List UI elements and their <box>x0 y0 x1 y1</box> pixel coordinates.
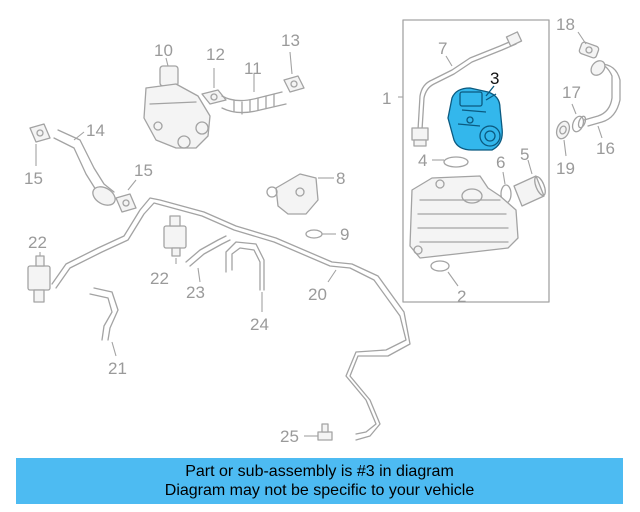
callout-11: 11 <box>244 59 262 78</box>
callout-15a: 15 <box>24 169 43 188</box>
callout-22a: 22 <box>28 233 47 252</box>
callout-6: 6 <box>496 153 505 172</box>
callout-22b: 22 <box>150 269 169 288</box>
part-9-washer <box>305 229 323 239</box>
callout-16: 16 <box>596 139 615 158</box>
part-23-hose <box>185 235 231 267</box>
callout-21: 21 <box>108 359 127 378</box>
banner-line-2: Diagram may not be specific to your vehi… <box>164 482 475 499</box>
part-7-tube <box>411 31 523 147</box>
callout-23: 23 <box>186 283 205 302</box>
callout-10: 10 <box>154 41 173 60</box>
part-15-gasket-upper <box>29 123 51 143</box>
callout-1: 1 <box>382 89 391 108</box>
callout-3: 3 <box>490 69 499 88</box>
callout-8: 8 <box>336 169 345 188</box>
part-2-gasket <box>430 260 450 272</box>
part-18-gasket <box>578 41 600 59</box>
part-24-hose <box>225 241 265 291</box>
callout-25: 25 <box>280 427 299 446</box>
callout-24: 24 <box>250 315 269 334</box>
callout-14: 14 <box>86 121 105 140</box>
part-14-pipe <box>53 129 116 206</box>
callout-4: 4 <box>418 151 427 170</box>
banner-line-1: Part or sub-assembly is #3 in diagram <box>185 463 454 480</box>
info-banner: Part or sub-assembly is #3 in diagram Di… <box>16 458 623 504</box>
callout-7: 7 <box>438 39 447 58</box>
part-8-bracket <box>266 173 319 215</box>
callout-5: 5 <box>520 145 529 164</box>
part-13-gasket <box>283 75 305 93</box>
part-22-solenoid-left <box>27 255 51 303</box>
part-22-solenoid-mid <box>163 215 187 257</box>
part-15-gasket-lower <box>115 193 137 213</box>
callout-20: 20 <box>308 285 327 304</box>
part-16-pipe <box>583 60 621 127</box>
callout-19: 19 <box>556 159 575 178</box>
part-12-gasket <box>201 89 227 105</box>
callout-9: 9 <box>340 225 349 244</box>
part-19-gasket <box>555 120 571 140</box>
part-20-vacuum-line <box>51 197 411 441</box>
callout-12: 12 <box>206 45 225 64</box>
callout-2: 2 <box>457 287 466 306</box>
egr-cooler-body <box>409 175 519 259</box>
part-17-clamp <box>571 115 587 133</box>
part-25-fitting <box>317 423 333 441</box>
callout-15b: 15 <box>134 161 153 180</box>
part-11-pipe <box>221 91 287 115</box>
assembly-box <box>402 19 550 303</box>
part-10-egr-valve <box>143 65 211 149</box>
callout-18: 18 <box>556 15 575 34</box>
part-4-gasket <box>443 156 469 168</box>
callout-13: 13 <box>281 31 300 50</box>
callout-17: 17 <box>562 83 581 102</box>
part-21-hose <box>89 287 119 341</box>
part-5-connector <box>513 175 546 207</box>
part-3-egr-valve <box>447 87 503 151</box>
